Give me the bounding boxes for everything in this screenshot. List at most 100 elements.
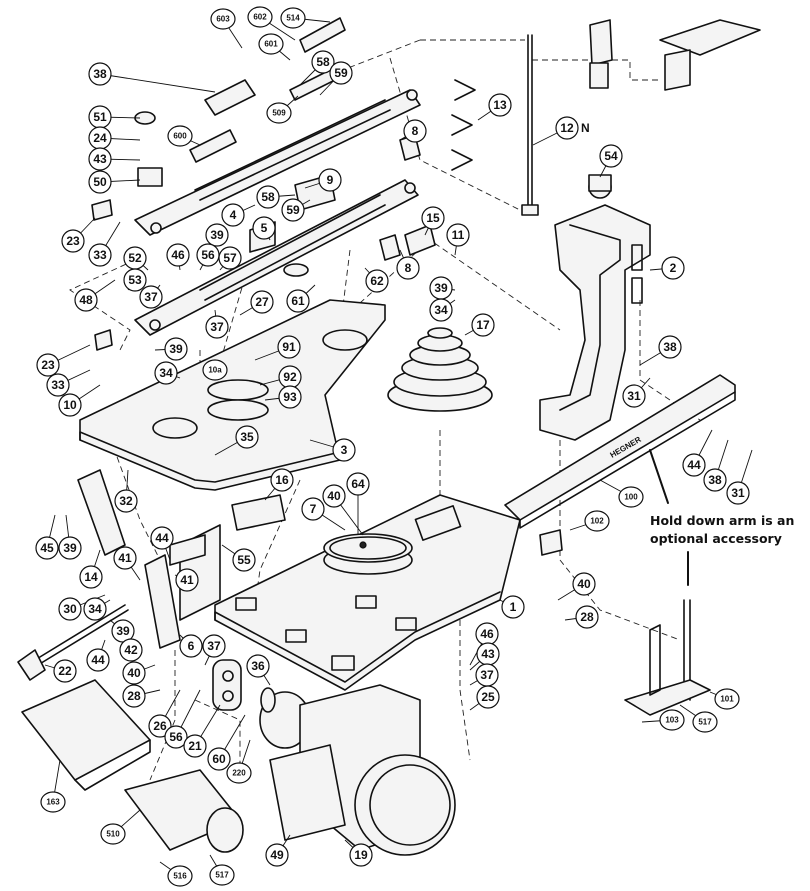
callout-part-510: 510 <box>100 823 126 845</box>
callout-part-603: 603 <box>210 8 236 30</box>
callout-part-43: 43 <box>88 147 112 171</box>
callout-circle <box>682 453 706 477</box>
callout-number: 42 <box>124 643 138 657</box>
callout-circle <box>572 572 596 596</box>
callout-part-55: 55 <box>232 548 256 572</box>
callout-part-516: 516 <box>167 865 193 887</box>
callout-part-28: 28 <box>122 684 146 708</box>
callout-number: 101 <box>720 695 734 704</box>
callout-part-21: 21 <box>183 734 207 758</box>
callout-number: 3 <box>341 443 348 457</box>
callout-part-509: 509 <box>266 102 292 124</box>
callout-number: 24 <box>93 131 107 145</box>
callout-number: 38 <box>93 67 107 81</box>
callout-circle <box>250 290 274 314</box>
callout-circle <box>88 62 112 86</box>
callout-part-44: 44 <box>682 453 706 477</box>
callout-circle <box>584 510 610 532</box>
callout-circle <box>501 595 525 619</box>
callout-part-31: 31 <box>622 384 646 408</box>
callout-part-28: 28 <box>575 605 599 629</box>
callout-circle <box>311 50 335 74</box>
clamp-bolt-part-22 <box>17 604 129 681</box>
spring-zigzag-part-13 <box>451 79 476 171</box>
callout-part-602: 602 <box>247 6 273 28</box>
callout-circle <box>122 661 146 685</box>
callout-number: 41 <box>180 573 194 587</box>
callout-circle <box>164 725 188 749</box>
callout-part-50: 50 <box>88 170 112 194</box>
callout-number: 44 <box>687 458 701 472</box>
callout-number: 21 <box>188 739 202 753</box>
callout-number: 48 <box>79 293 93 307</box>
callout-circle <box>265 843 289 867</box>
callout-number: 91 <box>282 340 296 354</box>
callout-number: 58 <box>261 190 275 204</box>
callout-number: 56 <box>169 730 183 744</box>
callout-circle <box>167 865 193 887</box>
callout-part-37: 37 <box>202 634 226 658</box>
callout-number: 28 <box>580 610 594 624</box>
callout-circle <box>166 243 190 267</box>
callout-part-9: 9 <box>318 168 342 192</box>
callout-part-34: 34 <box>154 361 178 385</box>
callout-number: 16 <box>275 473 289 487</box>
callout-number: 517 <box>698 718 712 727</box>
callout-number: 34 <box>434 303 448 317</box>
callout-number: 40 <box>327 489 341 503</box>
callout-part-22: 22 <box>53 659 77 683</box>
callout-circle <box>258 33 284 55</box>
callout-part-52: 52 <box>123 246 147 270</box>
callout-part-39: 39 <box>58 536 82 560</box>
part-12-suffix: N <box>581 121 590 135</box>
callout-number: 37 <box>144 290 158 304</box>
note-line-2: optional accessory <box>650 531 782 546</box>
callout-number: 23 <box>66 234 80 248</box>
callout-number: 35 <box>240 430 254 444</box>
callout-part-3: 3 <box>332 438 356 462</box>
callout-circle <box>277 335 301 359</box>
callout-number: 100 <box>624 493 638 502</box>
callout-number: 30 <box>63 602 77 616</box>
callout-circle <box>36 353 60 377</box>
callout-circle <box>661 256 685 280</box>
callout-number: 37 <box>210 320 224 334</box>
callout-part-601: 601 <box>258 33 284 55</box>
callout-number: 37 <box>480 668 494 682</box>
callout-number: 8 <box>412 124 419 138</box>
eccentric-part-21 <box>212 659 242 711</box>
callout-number: 22 <box>58 664 72 678</box>
callout-part-30: 30 <box>58 597 82 621</box>
callout-circle <box>329 61 353 85</box>
callout-part-103: 103 <box>659 709 685 731</box>
callout-part-37: 37 <box>205 315 229 339</box>
callout-circle <box>210 8 236 30</box>
callout-part-38: 38 <box>703 468 727 492</box>
callout-circle <box>270 468 294 492</box>
callout-circle <box>207 747 231 771</box>
callout-number: 46 <box>171 248 185 262</box>
base-part-1 <box>214 494 521 691</box>
callout-part-56: 56 <box>196 243 220 267</box>
callout-number: 38 <box>708 473 722 487</box>
callout-circle <box>46 373 70 397</box>
callout-number: 19 <box>354 848 368 862</box>
tension-rod-part-12 <box>521 34 539 216</box>
callout-circle <box>301 497 325 521</box>
callout-part-17: 17 <box>471 313 495 337</box>
callout-number: 102 <box>590 517 604 526</box>
callout-number: 163 <box>46 798 60 807</box>
callout-number: 12 <box>560 121 574 135</box>
callout-number: 61 <box>291 294 305 308</box>
callout-circle <box>164 337 188 361</box>
callout-part-34: 34 <box>83 597 107 621</box>
callout-circle <box>246 654 270 678</box>
callout-part-600: 600 <box>167 125 193 147</box>
callout-number: 1 <box>510 600 517 614</box>
callout-circle <box>175 568 199 592</box>
callout-part-4: 4 <box>221 203 245 227</box>
callout-circle <box>100 823 126 845</box>
callout-number: 27 <box>255 295 269 309</box>
callout-circle <box>247 6 273 28</box>
callout-part-57: 57 <box>218 246 242 270</box>
